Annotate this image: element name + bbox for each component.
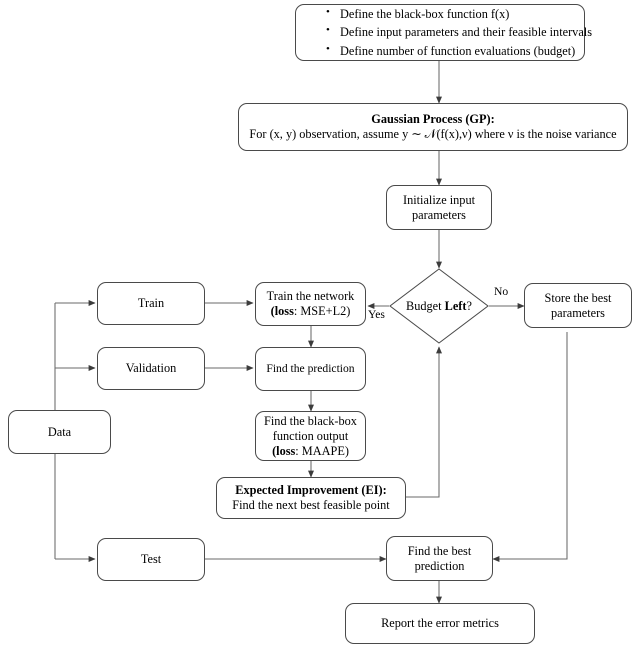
blackbox-loss-bold: (loss <box>272 443 296 458</box>
node-test: Test <box>97 538 205 581</box>
budget-decision-prefix: Budget <box>406 298 445 313</box>
node-blackbox-output: Find the black-box function output (loss… <box>255 411 366 461</box>
node-train: Train <box>97 282 205 325</box>
store-best-line-1: Store the best <box>544 290 612 305</box>
train-label: Train <box>137 296 165 310</box>
blackbox-loss-rest: : MAAPE) <box>295 443 349 458</box>
node-report-error-metrics: Report the error metrics <box>345 603 535 644</box>
blackbox-line-2: function output <box>272 428 349 443</box>
find-best-line-2: prediction <box>414 558 465 573</box>
train-network-line-1: Train the network <box>266 289 355 303</box>
data-label: Data <box>47 424 72 439</box>
node-gaussian-process: Gaussian Process (GP): For (x, y) observ… <box>238 103 628 151</box>
budget-decision-suffix: ? <box>466 298 472 313</box>
gp-formula: For (x, y) observation, assume y ∼ 𝒩(f(x… <box>249 127 617 141</box>
node-initialize-parameters: Initialize input parameters <box>386 185 492 230</box>
blackbox-line-1: Find the black-box <box>264 413 357 428</box>
test-label: Test <box>140 552 162 566</box>
node-budget-decision: Budget Left? <box>389 268 489 344</box>
node-train-network: Train the network (loss: MSE+L2) <box>255 282 366 326</box>
store-best-line-2: parameters <box>551 305 605 320</box>
edge-label-yes: Yes <box>368 308 385 321</box>
node-expected-improvement: Expected Improvement (EI): Find the next… <box>216 477 406 519</box>
setup-bullet-1: Define the black-box function f(x) <box>326 6 578 22</box>
find-best-line-1: Find the best <box>407 543 472 558</box>
node-validation: Validation <box>97 347 205 390</box>
node-find-best-prediction: Find the best prediction <box>386 536 493 581</box>
budget-decision-bold: Left <box>444 298 467 313</box>
train-network-loss-bold: (loss <box>270 304 294 318</box>
report-errors-label: Report the error metrics <box>381 616 499 630</box>
ei-title: Expected Improvement (EI): <box>235 483 387 497</box>
ei-subtitle: Find the next best feasible point <box>232 498 390 512</box>
gp-title: Gaussian Process (GP): <box>371 112 495 126</box>
node-find-prediction: Find the prediction <box>255 347 366 391</box>
node-setup: Define the black-box function f(x) Defin… <box>295 4 592 61</box>
node-store-best-parameters: Store the best parameters <box>524 283 632 328</box>
train-network-loss-rest: : MSE+L2) <box>293 304 351 318</box>
edge-label-no: No <box>494 285 509 298</box>
initialize-line-1: Initialize input <box>402 192 476 207</box>
node-data: Data <box>8 410 111 454</box>
initialize-line-2: parameters <box>412 207 466 222</box>
validation-label: Validation <box>125 361 177 375</box>
find-prediction-label: Find the prediction <box>266 361 355 375</box>
setup-bullet-2: Define input parameters and their feasib… <box>326 24 592 40</box>
setup-bullet-3: Define number of function evaluations (b… <box>326 43 578 59</box>
